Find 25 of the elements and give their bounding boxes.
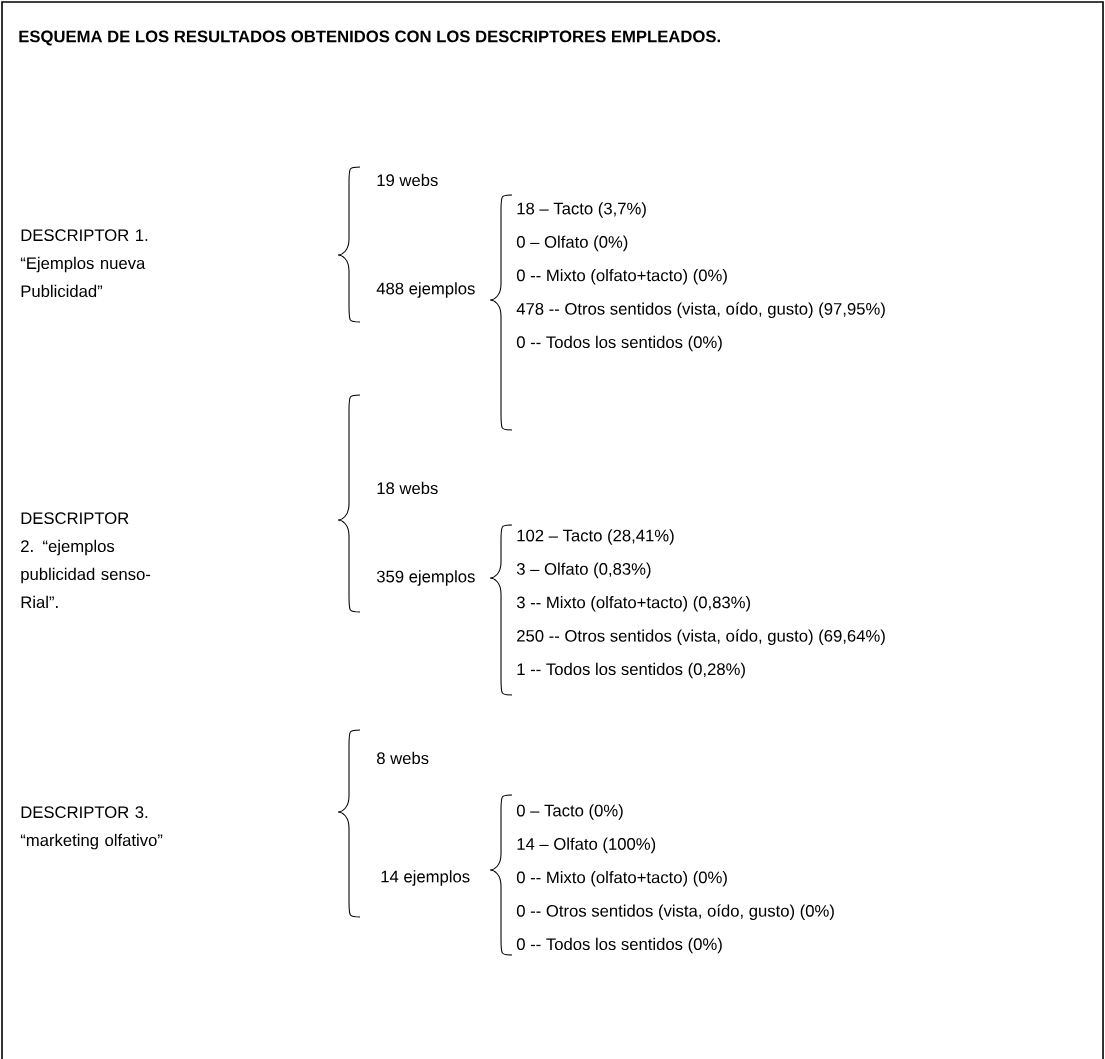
result-item: 0 -- Todos los sentidos (0%) [516,335,722,352]
result-item: 1 -- Todos los sentidos (0,28%) [517,662,745,679]
count-label: 14 ejemplos [381,870,470,886]
result-item: 0 -- Mixto (olfato+tacto) (0%) [516,269,727,285]
descriptor-label: DESCRIPTOR 2. “ejemplos publicidad senso-Rial”. [21,512,151,609]
title: ESQUEMA DE LOS RESULTADOS OBTENIDOS CON LOS DESCRIPTORES EMPLEADOS. [19,30,720,46]
result-item: 0 – Tacto (0%) [516,804,623,820]
count-label: 18 webs [377,481,438,495]
descriptor-label: DESCRIPTOR 1. “Ejemplos nueva Publicidad” [20,229,148,298]
count-label: 488 ejemplos [376,282,475,298]
result-item: 3 -- Mixto (olfato+tacto) (0,83%) [516,596,751,612]
result-item: 0 -- Todos los sentidos (0%) [516,937,722,954]
result-item: 18 – Tacto (3,7%) [517,202,646,218]
result-item: 0 – Olfato (0%) [516,235,628,252]
result-item: 3 – Olfato (0,83%) [516,562,651,579]
result-item: 14 – Olfato (100%) [517,837,656,854]
count-label: 19 webs [377,173,438,187]
result-item: 102 – Tacto (28,41%) [517,529,674,545]
result-item: 0 -- Mixto (olfato+tacto) (0%) [516,871,727,887]
result-item: 478 -- Otros sentidos (vista, oído, gusto) (97,95%) [516,302,885,319]
result-item: 250 -- Otros sentidos (vista, oído, gusto) (69,64%) [517,629,885,646]
count-label: 359 ejemplos [376,570,475,586]
descriptor-label: DESCRIPTOR 3. “marketing olfativo” [20,806,163,850]
count-label: 8 webs [377,751,429,765]
result-item: 0 -- Otros sentidos (vista, oído, gusto) (0%) [516,904,834,921]
